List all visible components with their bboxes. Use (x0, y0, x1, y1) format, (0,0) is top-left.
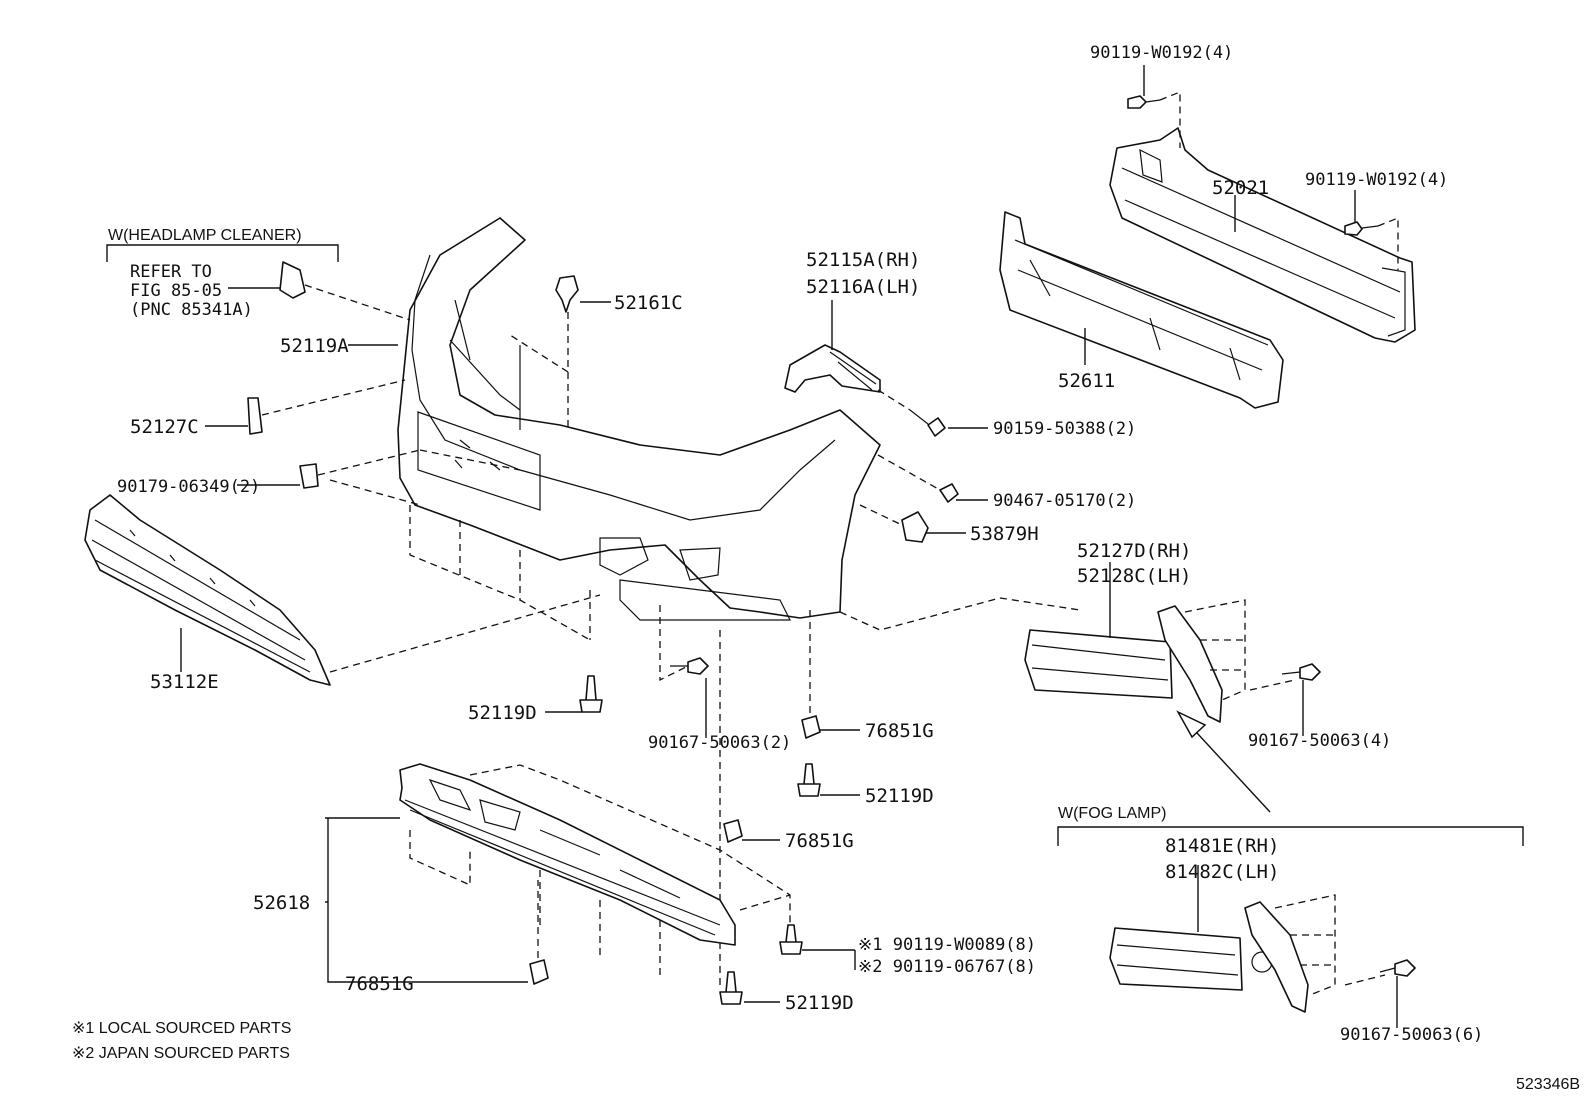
label-90119-w0192-right: 90119-W0192(4) (1305, 170, 1448, 190)
energy-absorber-52611 (999, 211, 1284, 409)
label-52127d: 52127D(RH) (1077, 540, 1191, 562)
label-81482c: 81482C(LH) (1165, 861, 1279, 883)
label-52021: 52021 (1212, 177, 1269, 199)
bolt-90167-50063-2 (670, 657, 709, 675)
label-52116a: 52116A(LH) (806, 276, 920, 298)
label-76851g-c: 76851G (345, 973, 414, 995)
figure-id: 523346B (1516, 1076, 1580, 1093)
bracket-52127c (247, 397, 263, 435)
fog-lamp-bracket (1057, 826, 1524, 846)
leader-dashed-under-cover (409, 764, 791, 975)
label-53879h: 53879H (970, 523, 1039, 545)
label-52119d-a: 52119D (468, 702, 537, 724)
leader-dashed-90179 (317, 449, 521, 506)
label-52119d-b: 52119D (865, 785, 934, 807)
bolt-90159-50388 (909, 409, 946, 437)
clip-76851g-b (723, 819, 743, 843)
label-90119-w0089: ※1 90119-W0089(8) (858, 935, 1036, 955)
label-52161c: 52161C (614, 292, 683, 314)
footnote-local: ※1 LOCAL SOURCED PARTS (72, 1020, 291, 1037)
label-90119-06767: ※2 90119-06767(8) (858, 957, 1036, 977)
bolt-90119-w0089 (779, 924, 803, 955)
bolt-90167-50063-4 (1281, 663, 1321, 681)
clip-76851g-a (801, 715, 821, 739)
screw-52119d-c (719, 971, 743, 1005)
leader-dashed-90159 (877, 389, 911, 411)
leader-dashed-cleaner (304, 284, 411, 321)
label-52128c: 52128C(LH) (1077, 565, 1191, 587)
leader-dashed-lower-guides (409, 505, 811, 990)
screw-52119d-b (797, 763, 821, 797)
leader-dashed-52161c (509, 312, 569, 428)
under-cover-52618 (399, 763, 736, 946)
label-fog-lamp-group: W(FOG LAMP) (1058, 805, 1166, 822)
label-90179-06349: 90179-06349(2) (117, 477, 260, 497)
clip-90467-05170 (939, 483, 959, 503)
clip-52161c (555, 275, 579, 313)
bolt-90119-w0192-right (1344, 221, 1379, 236)
leader-lines (180, 65, 1398, 1028)
direction-arrow (1176, 710, 1271, 813)
headlamp-cleaner-cap (279, 261, 306, 299)
fog-cover-52127d (1024, 605, 1223, 723)
refer-line-3: (PNC 85341A) (130, 300, 253, 320)
footnote-japan: ※2 JAPAN SOURCED PARTS (72, 1045, 290, 1062)
label-90167-50063-6: 90167-50063(6) (1340, 1025, 1483, 1045)
label-76851g-a: 76851G (865, 720, 934, 742)
refer-line-2: FIG 85-05 (130, 281, 222, 301)
label-53112e: 53112E (150, 671, 219, 693)
label-81481e: 81481E(RH) (1165, 835, 1279, 857)
nut-90179-06349 (299, 463, 319, 489)
clip-76851g-c (529, 959, 549, 985)
bumper-reinforcement-52021 (1109, 127, 1416, 343)
label-90167-50063-4: 90167-50063(4) (1248, 731, 1391, 751)
fog-lamp-cover-81481e (1109, 901, 1309, 1013)
leader-dashed-fog-link (839, 597, 1081, 631)
label-90119-w0192-top: 90119-W0192(4) (1090, 43, 1233, 63)
refer-line-1: REFER TO (130, 262, 212, 282)
label-headlamp-cleaner-group: W(HEADLAMP CLEANER) (108, 227, 302, 244)
label-52611: 52611 (1058, 370, 1115, 392)
label-90159-50388: 90159-50388(2) (993, 419, 1136, 439)
lower-grille-53112e (84, 494, 331, 686)
label-90467-05170: 90467-05170(2) (993, 491, 1136, 511)
label-52127c: 52127C (130, 416, 199, 438)
screw-52119d-a (579, 675, 603, 713)
leader-dashed-90467 (877, 454, 941, 491)
leader-dashed-grille (329, 594, 601, 673)
side-bracket-52115a (784, 344, 881, 393)
label-76851g-b: 76851G (785, 830, 854, 852)
bolt-90119-w0192-top (1127, 95, 1161, 109)
headlamp-cleaner-bracket (106, 244, 339, 262)
leader-dashed-52127c (261, 379, 406, 416)
leader-dashed-53879h (859, 504, 903, 526)
bolt-90167-50063-6 (1379, 959, 1416, 977)
retainer-53879h (901, 511, 929, 543)
part-labels: 90119-W0192(4) 52021 90119-W0192(4) 5261… (72, 43, 1580, 1093)
label-52119a: 52119A (280, 335, 349, 357)
label-90167-50063-2: 90167-50063(2) (648, 733, 791, 753)
label-52618: 52618 (253, 892, 310, 914)
label-52115a: 52115A(RH) (806, 249, 920, 271)
label-52119d-c: 52119D (785, 992, 854, 1014)
